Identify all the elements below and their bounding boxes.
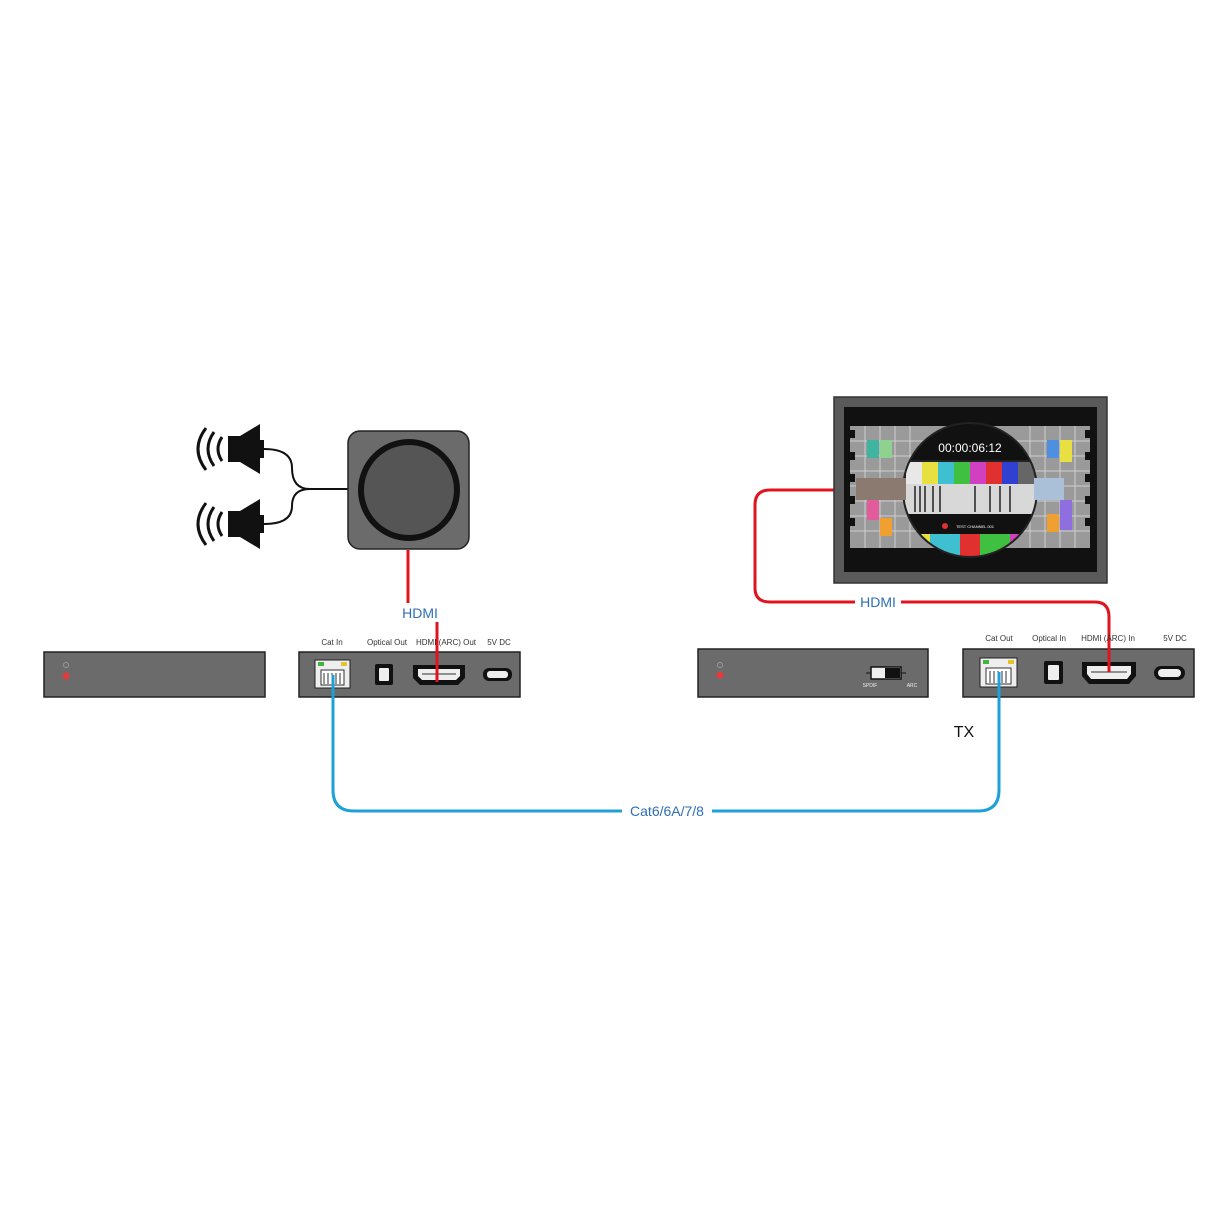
rx-port-label-optical-out: Optical Out: [367, 638, 408, 647]
tx-port-label-dc: 5V DC: [1163, 634, 1187, 643]
switch-label-spdif: SPDIF: [863, 683, 878, 689]
hdmi-port-icon: [413, 665, 465, 685]
tx-port-label-cat-out: Cat Out: [985, 634, 1013, 643]
tx-label: TX: [954, 724, 975, 741]
dc-port-icon: [1154, 666, 1185, 680]
tv-icon: 00:00:06:12 TEST CHANNEL 001: [833, 396, 1108, 584]
tx-power-led: [716, 671, 724, 679]
tx-port-label-hdmi-in: HDMI (ARC) In: [1081, 634, 1135, 643]
cat-cable-label: Cat6/6A/7/8: [630, 803, 704, 819]
tx-back-panel: [962, 648, 1195, 698]
subwoofer-icon: [347, 430, 470, 550]
optical-port-icon: [1044, 661, 1063, 684]
tv-timecode: 00:00:06:12: [938, 441, 1002, 455]
rx-port-label-cat-in: Cat In: [321, 638, 342, 647]
rx-port-label-dc: 5V DC: [487, 638, 511, 647]
hdmi-port-icon: [1082, 662, 1136, 684]
rx-port-label-hdmi-out: HDMI (ARC) Out: [416, 638, 477, 647]
speaker-bottom-icon: [196, 499, 264, 549]
rx-front-panel: [43, 651, 266, 698]
cat-cable: [331, 686, 1001, 813]
speaker-wire: [263, 448, 350, 525]
tx-front-panel: SPDIF ARC: [697, 648, 929, 698]
hdmi-label-right: HDMI: [860, 594, 896, 610]
speaker-top-icon: [196, 424, 264, 474]
dc-port-icon: [483, 668, 512, 681]
toggle-switch-icon: [866, 666, 906, 680]
optical-port-icon: [375, 664, 393, 685]
rx-power-led: [62, 672, 70, 680]
hdmi-label-left: HDMI: [402, 605, 438, 621]
tx-port-label-optical-in: Optical In: [1032, 634, 1066, 643]
hdmi-cable-right: [753, 488, 1111, 670]
switch-label-arc: ARC: [907, 683, 918, 689]
tv-caption: TEST CHANNEL 001: [956, 524, 995, 529]
